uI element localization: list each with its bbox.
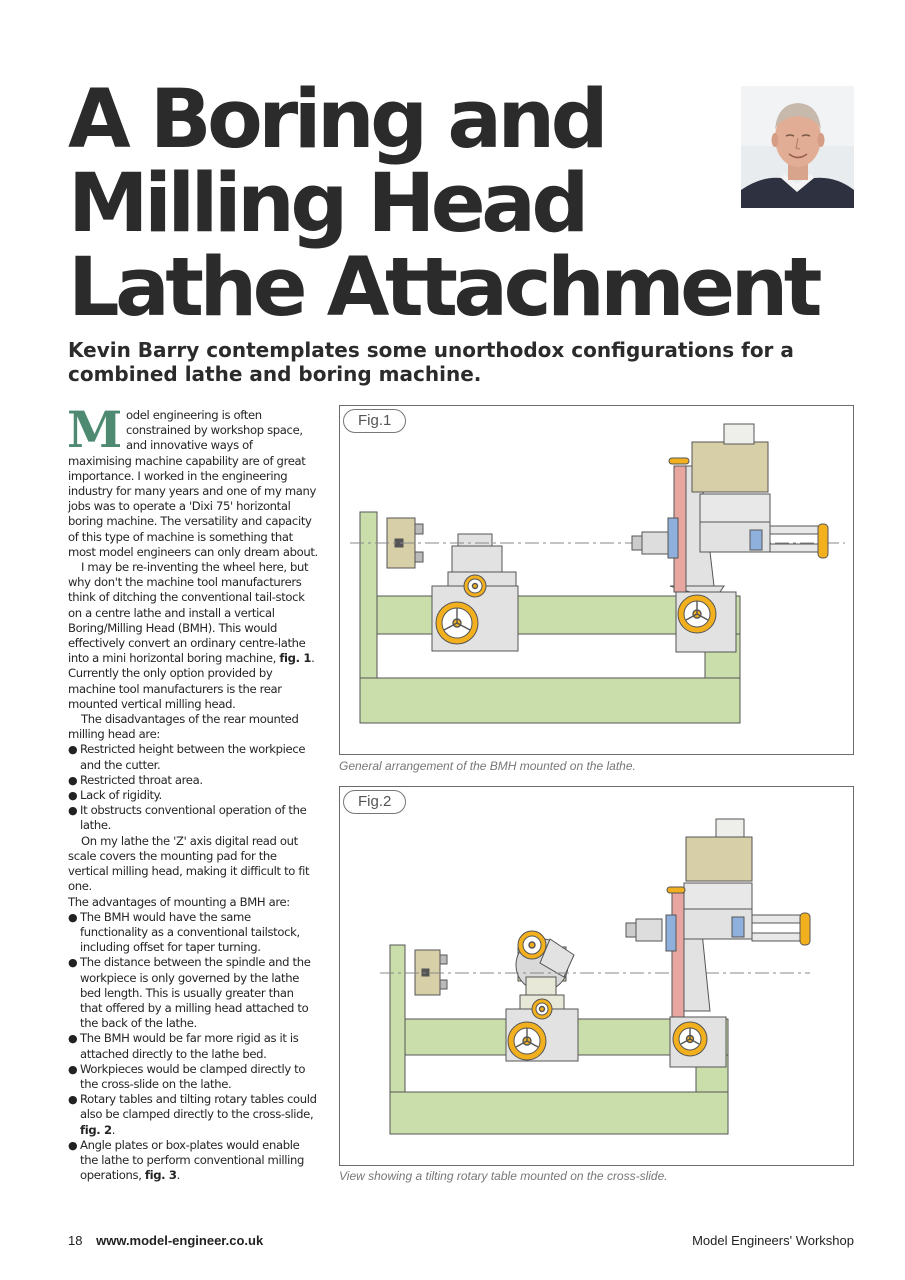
fig2-drawing <box>380 818 811 1135</box>
list-item: Angle plates or box-plates would enable … <box>68 1138 318 1184</box>
footer-left: 18 www.model-engineer.co.uk <box>68 1233 263 1248</box>
fig1-caption: General arrangement of the BMH mounted o… <box>339 759 636 773</box>
list-item: It obstructs conventional operation of t… <box>68 803 318 833</box>
fig2-label: Fig.2 <box>343 790 407 814</box>
disadvantages-list: Restricted height between the workpiece … <box>68 742 318 833</box>
fig1-drawing <box>350 423 845 724</box>
website-link[interactable]: www.model-engineer.co.uk <box>96 1233 264 1248</box>
paragraph-2: I may be re-inventing the wheel here, bu… <box>68 560 315 711</box>
list-item: The distance between the spindle and the… <box>68 955 318 1031</box>
standfirst: Kevin Barry contemplates some unorthodox… <box>68 338 794 386</box>
fig-reference: fig. 3 <box>144 1168 177 1183</box>
intro-text: odel engineering is often constrained by… <box>68 408 318 559</box>
fig1-label: Fig.1 <box>343 409 407 433</box>
headstock-leg <box>389 944 406 1093</box>
figure-2: Fig.2 <box>339 786 854 1166</box>
author-portrait <box>741 86 854 208</box>
title-line-1: A Boring and <box>68 73 609 167</box>
page-number: 18 <box>68 1233 83 1248</box>
list-item: Workpieces would be clamped directly to … <box>68 1062 318 1092</box>
drop-cap: M <box>67 400 122 459</box>
title-line-2: Milling Head <box>68 157 589 251</box>
list-item: Rotary tables and tilting rotary tables … <box>68 1092 318 1138</box>
list-item: Restricted throat area. <box>68 773 318 788</box>
article-title: A Boring and Milling Head Lathe Attachme… <box>68 73 822 335</box>
title-line-3: Lathe Attachment <box>68 241 822 335</box>
fig-reference: fig. 2 <box>80 1122 112 1137</box>
list-item: Restricted height between the workpiece … <box>68 742 318 772</box>
bmh-motor <box>691 441 769 493</box>
paragraph-3: The disadvantages of the rear mounted mi… <box>68 712 299 742</box>
bmh-motor <box>685 836 753 882</box>
bmh-column <box>671 892 685 1018</box>
lathe-base <box>389 1091 729 1135</box>
list-item: Lack of rigidity. <box>68 788 318 803</box>
paragraph-5: The advantages of mounting a BMH are: <box>68 894 290 909</box>
headstock-leg <box>359 511 378 679</box>
list-item: The BMH would be far more rigid as it is… <box>68 1031 318 1061</box>
advantages-list: The BMH would have the same functionalit… <box>68 910 318 1184</box>
figure-1: Fig.1 <box>339 405 854 755</box>
fig-reference: fig. 1 <box>279 651 312 666</box>
lathe-base <box>359 677 741 724</box>
paragraph-4: On my lathe the 'Z' axis digital read ou… <box>68 833 310 894</box>
magazine-name: Model Engineers' Workshop <box>692 1233 854 1248</box>
list-item: The BMH would have the same functionalit… <box>68 910 318 956</box>
fig2-caption: View showing a tilting rotary table moun… <box>339 1169 668 1183</box>
